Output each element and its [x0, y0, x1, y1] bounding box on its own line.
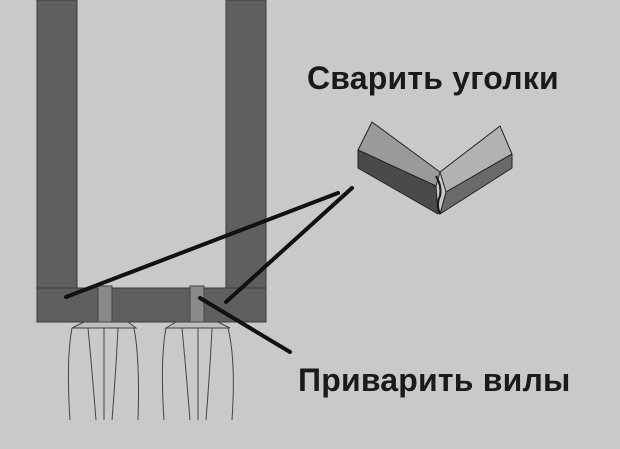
frame-right-post: [225, 0, 267, 323]
label-weld-corners: Сварить уголки: [307, 60, 559, 96]
fork-right: [161, 285, 234, 421]
leader-corners-left: [64, 191, 340, 299]
leader-corners-right: [224, 186, 354, 304]
leader-lines: [64, 186, 354, 354]
leader-forks: [198, 296, 292, 354]
fork-left: [67, 285, 139, 421]
fork-right-shank: [189, 285, 205, 327]
angle-right-front: [439, 153, 513, 215]
angle-weld-seam: [435, 175, 442, 215]
fork-left-collar: [71, 321, 138, 329]
fork-right-collar: [164, 321, 231, 329]
frame-left-post: [36, 0, 78, 323]
fork-left-shank: [97, 285, 113, 327]
angle-iron-corner: [357, 121, 513, 215]
angle-left-front: [357, 149, 439, 215]
label-weld-forks: Приварить вилы: [298, 362, 571, 398]
